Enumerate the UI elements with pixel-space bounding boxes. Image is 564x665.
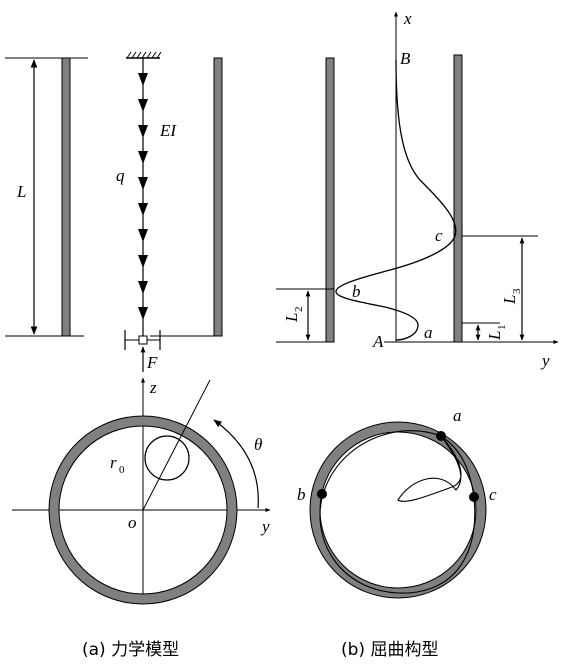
buckle-wall-left — [325, 57, 335, 343]
casing-wall-left — [61, 57, 71, 337]
rod-cross-section — [144, 435, 190, 481]
svg-text:L: L — [485, 331, 504, 341]
svg-text:1: 1 — [496, 325, 508, 331]
casing-wall-right — [213, 57, 223, 337]
panel-b-buckling: x y B A a b c L 2 L 3 L 1 — [276, 9, 559, 599]
axis-x-label: x — [403, 9, 412, 28]
svg-text:3: 3 — [511, 288, 523, 294]
axis-z-label: z — [149, 378, 157, 397]
angle-label: θ — [254, 435, 262, 454]
panel-a-model: L EI q — [5, 51, 271, 605]
buckled-rod-curve — [335, 59, 457, 341]
pin-joint — [138, 335, 148, 345]
buckle-casing-ring — [310, 422, 486, 598]
buckle-ring-outer-edge — [309, 421, 487, 599]
buckle-ring-inner-edge — [319, 431, 477, 589]
casing-ring-inner-edge — [58, 425, 228, 595]
radius-label: r — [110, 453, 117, 472]
svg-text:2: 2 — [293, 307, 305, 313]
stiffness-label: EI — [159, 121, 177, 140]
fixed-support-icon — [126, 51, 162, 59]
radius-line — [142, 379, 211, 511]
L2-label: L 2 — [282, 307, 305, 324]
point-c-label: c — [435, 226, 443, 245]
point-a-label: a — [424, 323, 433, 342]
radius-subscript: 0 — [119, 464, 125, 476]
L3-label: L 3 — [500, 288, 523, 305]
point-A-label: A — [372, 332, 384, 351]
casing-ring — [49, 416, 237, 604]
axis-y-b-label: y — [540, 351, 550, 370]
casing-ring-outer-edge — [48, 415, 238, 605]
cross-a-label: a — [453, 406, 462, 425]
contact-point-a — [436, 431, 446, 441]
cross-c-label: c — [489, 485, 497, 504]
distributed-load-arrows — [138, 73, 148, 320]
buckle-wall-right — [453, 54, 463, 343]
caption-panel-a: (a) 力学模型 — [82, 640, 180, 660]
contact-point-b — [317, 489, 327, 499]
buckled-rod-projection — [319, 430, 476, 594]
contact-point-c — [469, 492, 479, 502]
force-label: F — [146, 353, 158, 372]
length-label: L — [16, 182, 26, 201]
cross-b-label: b — [297, 485, 306, 504]
svg-text:L: L — [500, 295, 519, 305]
load-label: q — [116, 166, 125, 185]
origin-label: o — [128, 513, 137, 532]
point-B-label: B — [400, 49, 411, 68]
point-b-label: b — [352, 282, 361, 301]
angle-arc — [213, 419, 259, 509]
L1-label: L 1 — [485, 325, 508, 342]
svg-text:L: L — [282, 313, 301, 323]
axis-y-label: y — [260, 517, 270, 536]
caption-panel-b: (b) 屈曲构型 — [341, 640, 439, 660]
